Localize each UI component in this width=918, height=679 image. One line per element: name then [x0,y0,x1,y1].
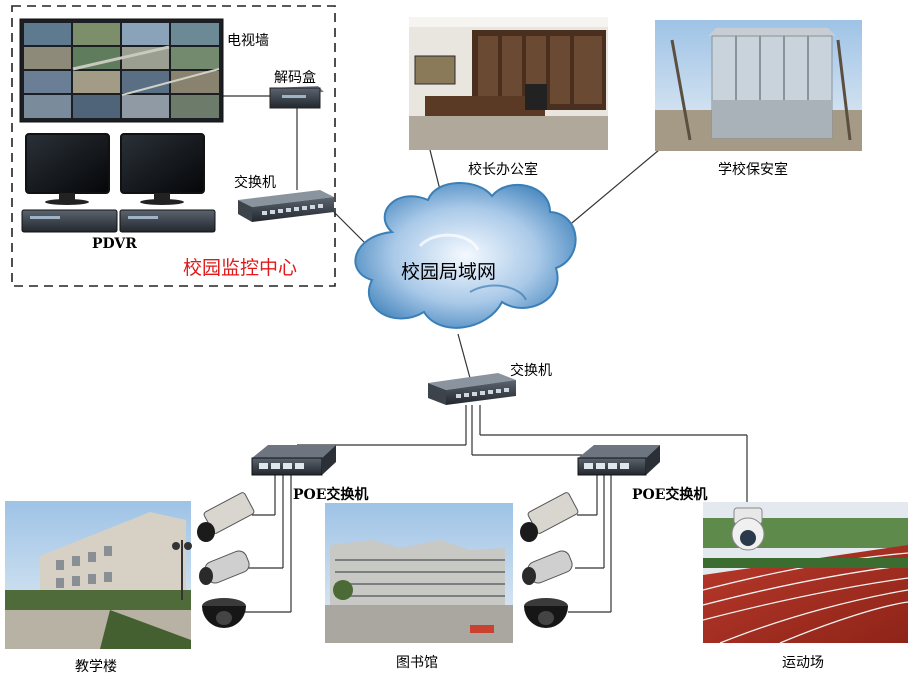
monitor-right [120,133,205,205]
security-booth-label: 学校保安室 [718,162,788,178]
box-camera-right [520,492,579,542]
dvr-unit-left [21,209,118,233]
decoder-label: 解码盒 [274,70,316,86]
speed-dome-camera [731,507,765,551]
playground-photo [702,502,909,644]
bullet-camera-left [199,550,250,585]
teaching-building-photo [5,501,192,649]
monitor-left [25,133,110,205]
library-photo [325,503,513,643]
playground-label: 运动场 [782,655,824,671]
dvr-unit-right [119,209,216,233]
center-switch-label: 交换机 [234,175,276,191]
box-camera-left [197,492,255,542]
library-label: 图书馆 [396,655,438,671]
core-switch-label: 交换机 [510,363,552,379]
dvr-label: PDVR [92,236,137,252]
video-wall [19,18,224,123]
principal-office-label: 校长办公室 [468,162,538,178]
poe-switch-right-label: POE交换机 [632,487,708,503]
dome-camera-left [202,598,246,628]
poe-switch-left [251,445,336,476]
center-switch [238,190,334,222]
campus-lan-label: 校园局域网 [401,261,497,283]
poe-switch-left-label: POE交换机 [293,487,369,503]
core-switch [428,373,516,405]
connection-lines [223,95,748,613]
teaching-building-label: 教学楼 [75,659,117,675]
dome-camera-right [524,598,568,628]
video-wall-label: 电视墙 [227,33,269,49]
principal-office-photo [409,17,608,150]
monitoring-center-title: 校园监控中心 [183,257,298,279]
bullet-camera-right [522,550,573,585]
monitoring-center-frame [11,5,336,287]
decoder-box [269,86,324,109]
poe-switch-right [577,445,660,476]
campus-lan-cloud [354,182,577,329]
security-booth-photo [655,20,862,151]
